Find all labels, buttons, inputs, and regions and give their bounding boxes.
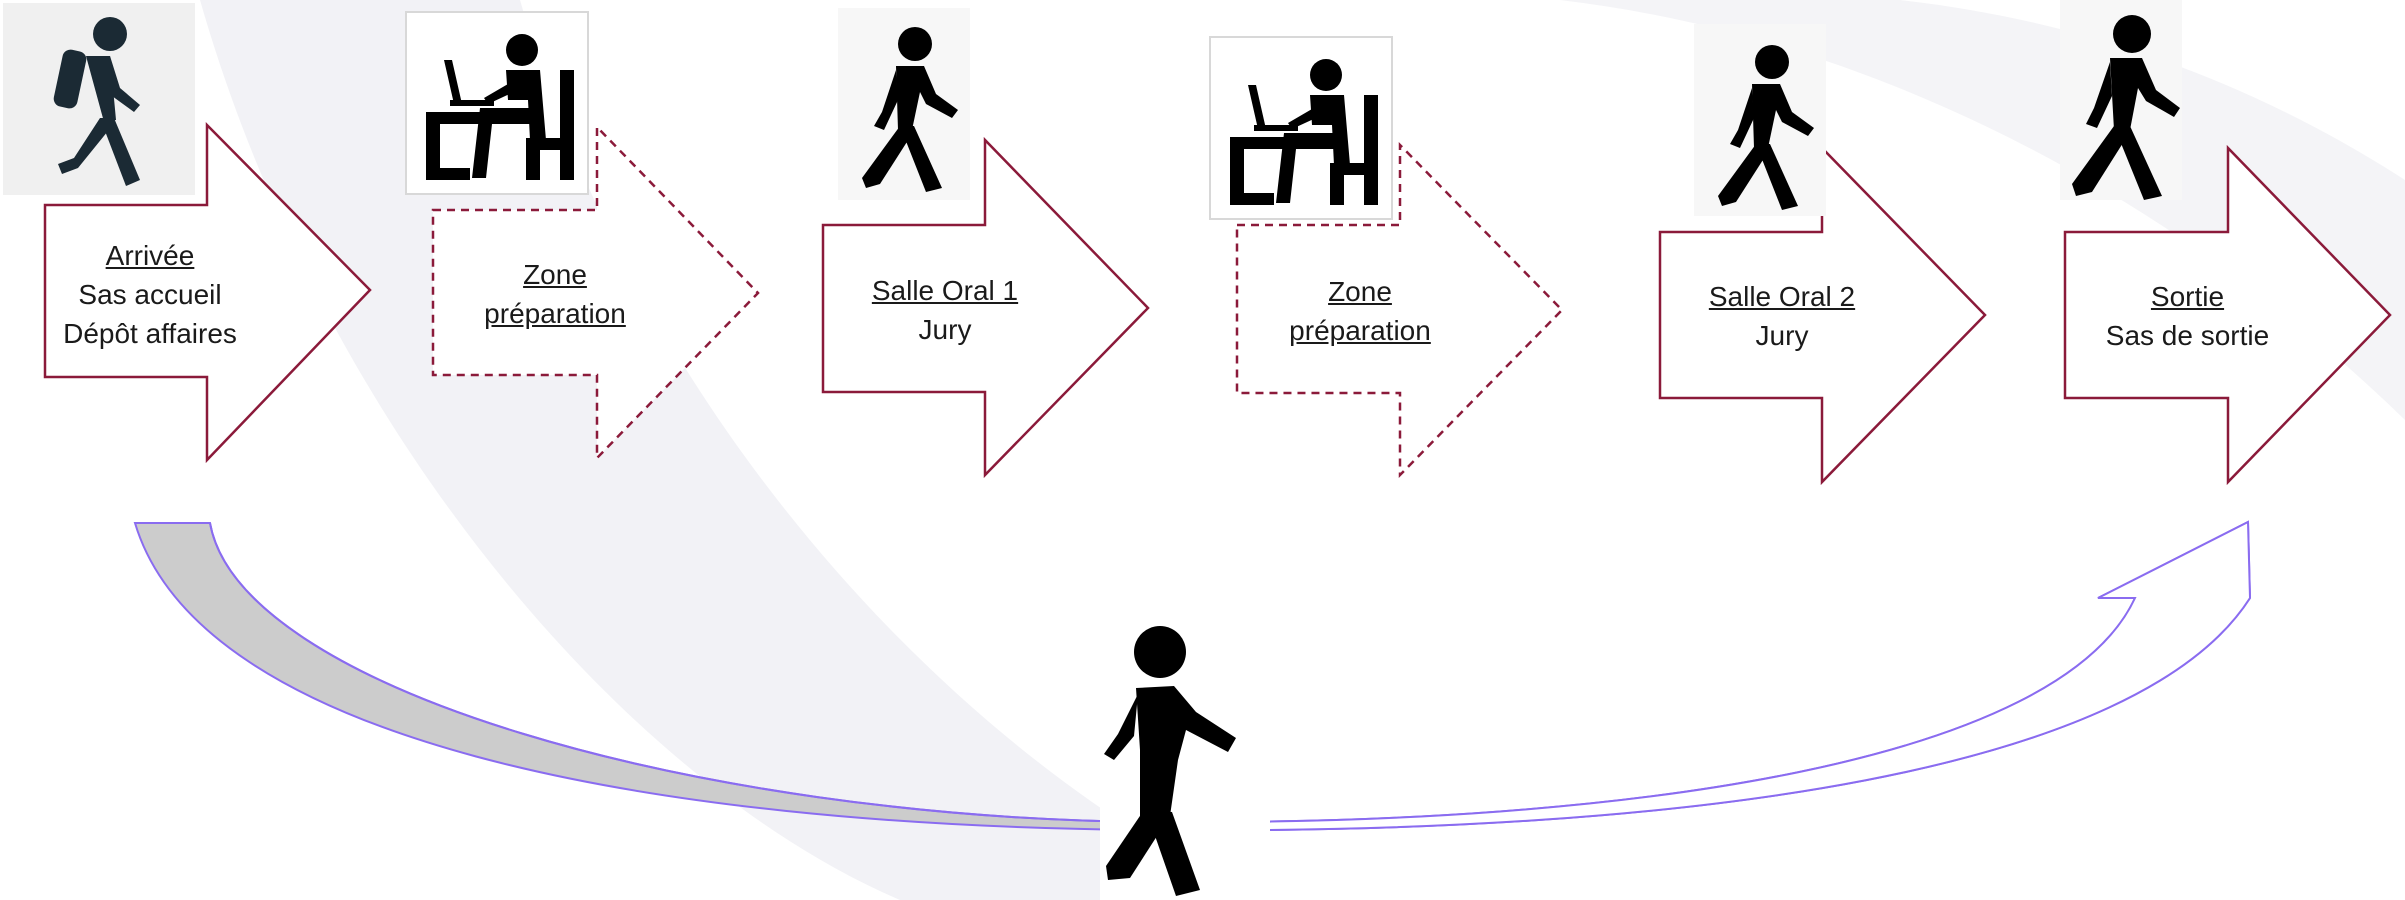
- label-prep1-title: Zone: [523, 259, 587, 290]
- label-sortie: Sortie Sas de sortie: [2075, 277, 2300, 355]
- label-arrivee-title: Arrivée: [105, 240, 195, 271]
- label-oral2: Salle Oral 2 Jury: [1672, 277, 1892, 355]
- label-arrivee: Arrivée Sas accueil Dépôt affaires: [50, 236, 250, 353]
- walker-icon-bottom: [1100, 570, 1270, 900]
- label-prep2-title: Zone: [1328, 276, 1392, 307]
- label-oral1: Salle Oral 1 Jury: [835, 271, 1055, 349]
- label-oral1-title: Salle Oral 1: [871, 275, 1019, 306]
- walking-person-icon: [838, 8, 970, 200]
- label-oral2-line1: Jury: [1755, 320, 1809, 351]
- return-curved-arrow: [133, 520, 2252, 832]
- label-prep2: Zone préparation: [1255, 272, 1465, 350]
- arrow-oral2: [1658, 144, 1987, 486]
- label-arrivee-line1: Sas accueil: [78, 279, 222, 310]
- label-oral2-title: Salle Oral 2: [1708, 281, 1856, 312]
- label-sortie-title: Sortie: [2150, 281, 2225, 312]
- walking-person-icon-2: [1694, 24, 1826, 216]
- arrow-arrivee: [43, 121, 372, 464]
- arrow-prep1: [431, 123, 760, 462]
- desk-worker-icon: [405, 11, 589, 195]
- label-prep1: Zone préparation: [450, 255, 660, 333]
- arrow-prep2: [1235, 141, 1564, 479]
- label-prep1-title2: préparation: [484, 298, 626, 329]
- arrow-oral1: [821, 136, 1150, 479]
- label-prep2-title2: préparation: [1289, 315, 1431, 346]
- label-oral1-line1: Jury: [918, 314, 972, 345]
- desk-worker-icon-2: [1209, 36, 1393, 220]
- walking-person-icon-3: [2060, 0, 2182, 200]
- label-arrivee-line2: Dépôt affaires: [63, 318, 237, 349]
- arrow-sortie: [2063, 144, 2392, 486]
- label-sortie-line1: Sas de sortie: [2105, 320, 2270, 351]
- hiker-icon: [3, 3, 195, 195]
